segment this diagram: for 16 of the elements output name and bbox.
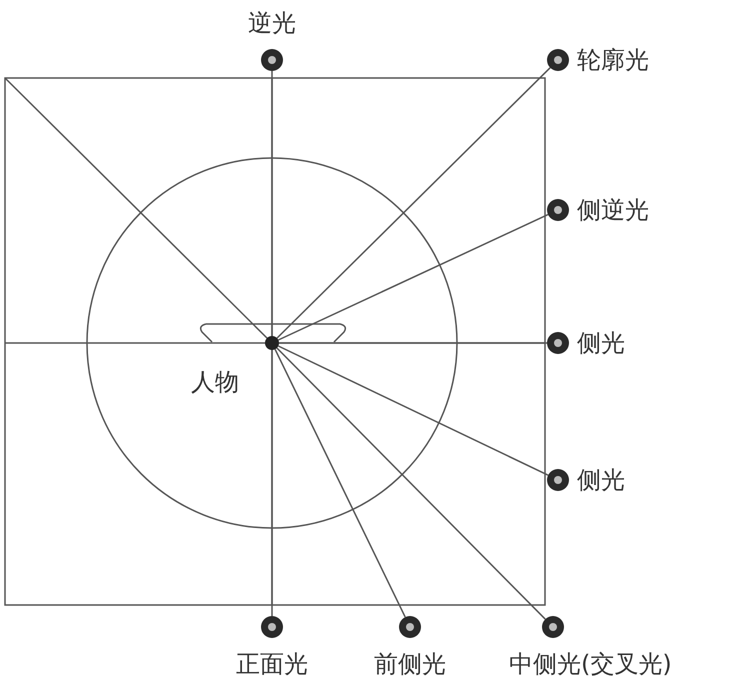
light-label: 逆光 (248, 9, 296, 37)
light-label: 前侧光 (374, 650, 446, 678)
light-line (271, 350, 273, 616)
subject-label: 人物 (191, 368, 239, 396)
light-label: 侧光 (577, 329, 625, 357)
light-line (279, 342, 547, 344)
light-label: 侧逆光 (577, 196, 649, 224)
light-label: 侧光 (577, 466, 625, 494)
light-line (271, 71, 273, 336)
light-line (278, 345, 548, 476)
light-line (278, 214, 548, 341)
light-line (276, 347, 546, 620)
light-label: 中侧光(交叉光) (509, 650, 672, 678)
light-label: 轮廓光 (577, 46, 649, 74)
light-line (274, 348, 406, 618)
light-label: 正面光 (236, 650, 308, 678)
